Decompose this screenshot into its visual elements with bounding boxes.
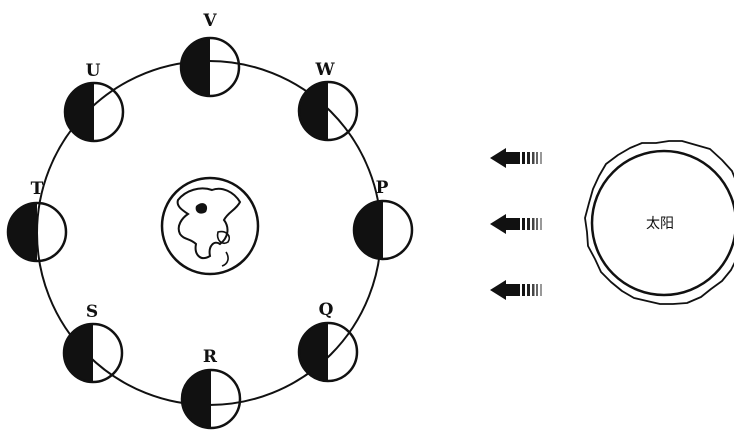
moon-Q [299, 323, 357, 381]
moon-R [182, 370, 240, 428]
sunlight-arrow-3 [490, 280, 542, 300]
label-U: U [86, 61, 101, 81]
moon-T [8, 203, 66, 261]
moon-W [299, 82, 357, 140]
label-P: P [376, 178, 389, 198]
sunlight-arrow-2 [490, 214, 542, 234]
sun: 太阳 [585, 141, 734, 304]
moon-U [65, 83, 123, 141]
label-R: R [203, 347, 218, 367]
label-V: V [202, 11, 217, 31]
moon-V [181, 38, 239, 96]
label-S: S [86, 302, 98, 322]
sunlight-arrow-1 [490, 148, 542, 168]
label-T: T [31, 179, 44, 199]
moon-P [354, 201, 412, 259]
label-W: W [314, 60, 335, 80]
sun-label: 太阳 [646, 216, 674, 232]
label-Q: Q [319, 300, 334, 320]
moon-S [64, 324, 122, 382]
earth [162, 178, 258, 274]
